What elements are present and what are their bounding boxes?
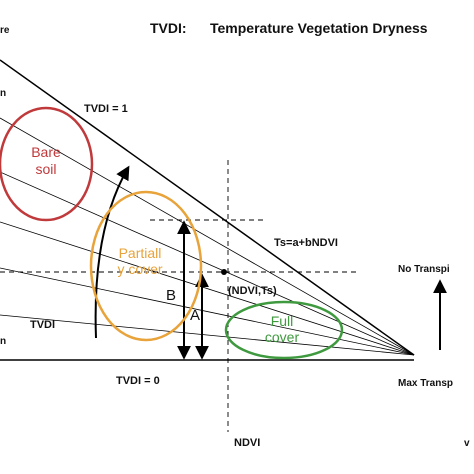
partial-cover-label-line1: Partiall (119, 245, 162, 261)
regression-label: Ts=a+bNDVI (274, 237, 338, 249)
left-fragment-upper: n (0, 88, 6, 99)
tvdi-curved-arrow (94, 165, 130, 339)
left-fragment-lower: n (0, 336, 6, 347)
max-transpiration-label: Max Transp (398, 378, 453, 389)
partial-cover-label-line2: y cover (117, 261, 162, 277)
ndvi-ts-point (221, 269, 227, 275)
full-cover-ellipse (224, 300, 344, 360)
tvdi-zero-label: TVDI = 0 (116, 375, 160, 387)
tvdi-isolines (0, 117, 415, 356)
partial-cover-ellipse (89, 190, 203, 342)
distance-b-label: B (166, 287, 176, 304)
title-prefix: TVDI: (150, 20, 187, 36)
no-transpiration-label: No Transpi (398, 264, 450, 275)
point-label: (NDVI,Ts) (228, 285, 277, 297)
isoline (0, 171, 415, 356)
right-bottom-fragment: v (464, 438, 470, 449)
bare-soil-label-line2: soil (35, 161, 56, 177)
tvdi-arrow-label: TVDI (30, 319, 55, 331)
bare-soil-ellipse (0, 106, 94, 222)
ndvi-axis-label: NDVI (234, 437, 260, 449)
title-text: Temperature Vegetation Dryness (210, 20, 428, 36)
full-cover-label-line2: cover (265, 329, 300, 345)
bare-soil-label-line1: Bare (31, 144, 61, 160)
full-cover-label-line1: Full (271, 313, 294, 329)
reference-dashes (0, 160, 360, 432)
isoline (0, 117, 415, 356)
distance-a-label: A (190, 307, 200, 324)
tvdi-one-label: TVDI = 1 (84, 103, 128, 115)
dry-edge-line (0, 59, 415, 356)
left-top-fragment: re (0, 25, 10, 36)
